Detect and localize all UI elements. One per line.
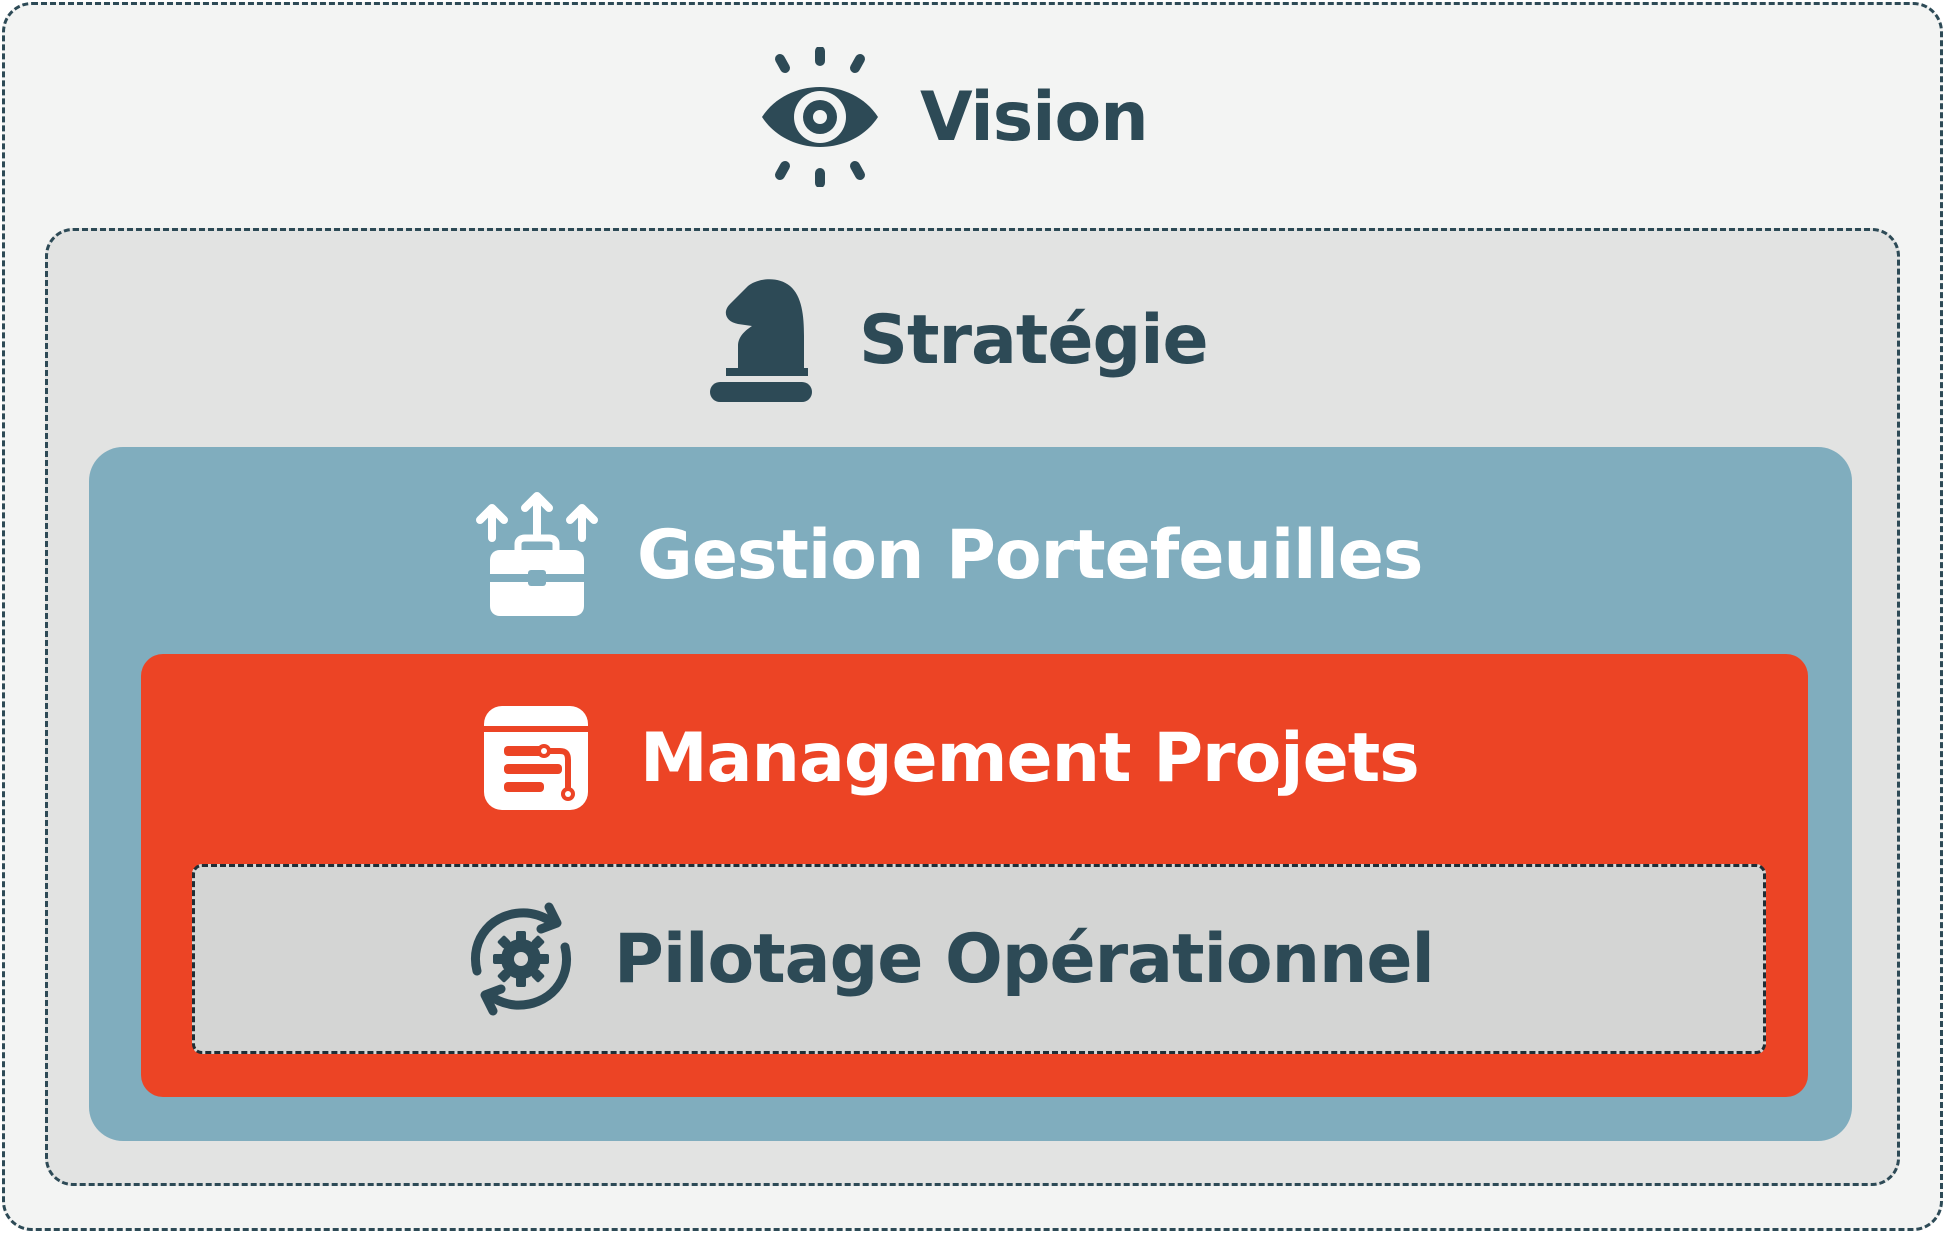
pilotage-header: Pilotage Opérationnel — [465, 894, 1435, 1024]
project-board-icon — [482, 704, 590, 812]
portefeuilles-label: Gestion Portefeuilles — [637, 515, 1423, 595]
strategie-header: Stratégie — [708, 275, 1209, 405]
pilotage-label: Pilotage Opérationnel — [614, 919, 1435, 999]
vision-label: Vision — [920, 77, 1149, 157]
briefcase-arrows-icon — [472, 490, 602, 620]
vision-header: Vision — [760, 47, 1149, 187]
projets-header: Management Projets — [482, 693, 1420, 823]
chess-knight-icon — [708, 276, 814, 404]
eye-icon — [760, 47, 880, 187]
strategie-label: Stratégie — [859, 300, 1209, 380]
portefeuilles-header: Gestion Portefeuilles — [472, 490, 1423, 620]
projets-label: Management Projets — [640, 718, 1420, 798]
cycle-gear-icon — [465, 901, 577, 1017]
pilotage-layer — [192, 864, 1766, 1054]
